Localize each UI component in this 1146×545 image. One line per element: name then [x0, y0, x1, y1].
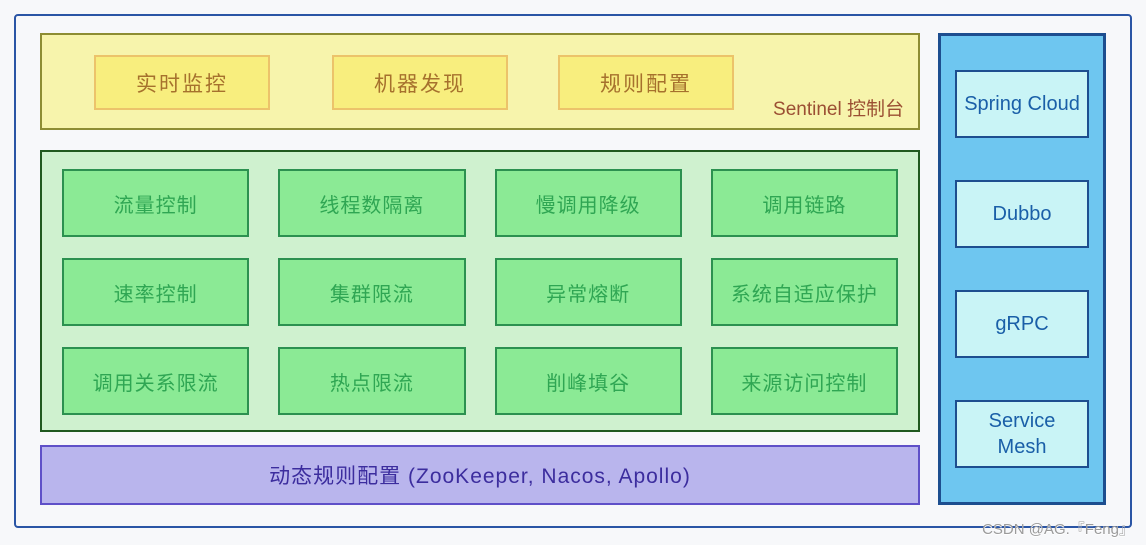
csdn-watermark: CSDN @AG.『Feng』	[982, 521, 1134, 538]
feature-box: 系统自适应保护	[710, 258, 898, 326]
feature-box: 调用链路	[710, 169, 898, 237]
feature-box: 热点限流	[278, 347, 466, 415]
console-box-rule-config: 规则配置	[558, 55, 734, 110]
dynamic-rule-config-label: 动态规则配置 (ZooKeeper, Nacos, Apollo)	[269, 465, 691, 488]
feature-box: 削峰填谷	[494, 347, 682, 415]
feature-box: 集群限流	[278, 258, 466, 326]
framework-adapters-panel: Spring Cloud Dubbo gRPC Service Mesh	[938, 33, 1106, 505]
console-box-realtime-monitoring: 实时监控	[94, 55, 270, 110]
feature-box: 线程数隔离	[278, 169, 466, 237]
adapter-box-spring-cloud: Spring Cloud	[955, 70, 1089, 138]
feature-box: 流量控制	[62, 169, 250, 237]
sentinel-console-panel: 实时监控 机器发现 规则配置 Sentinel 控制台	[40, 33, 920, 130]
adapter-box-service-mesh: Service Mesh	[955, 400, 1089, 468]
feature-box: 速率控制	[62, 258, 250, 326]
feature-box: 调用关系限流	[62, 347, 250, 415]
sentinel-features-panel: 流量控制 线程数隔离 慢调用降级 调用链路 速率控制 集群限流 异常熔断 系统自…	[40, 150, 920, 432]
sentinel-console-caption: Sentinel 控制台	[773, 99, 904, 120]
feature-box: 慢调用降级	[494, 169, 682, 237]
console-box-label: 机器发现	[374, 72, 466, 96]
adapter-box-dubbo: Dubbo	[955, 180, 1089, 248]
console-box-label: 规则配置	[600, 72, 692, 96]
dynamic-rule-config-bar: 动态规则配置 (ZooKeeper, Nacos, Apollo)	[40, 445, 920, 505]
adapter-box-grpc: gRPC	[955, 290, 1089, 358]
console-box-machine-discovery: 机器发现	[332, 55, 508, 110]
feature-box: 来源访问控制	[710, 347, 898, 415]
diagram-frame	[14, 14, 1132, 528]
feature-box: 异常熔断	[494, 258, 682, 326]
console-box-label: 实时监控	[136, 72, 228, 96]
